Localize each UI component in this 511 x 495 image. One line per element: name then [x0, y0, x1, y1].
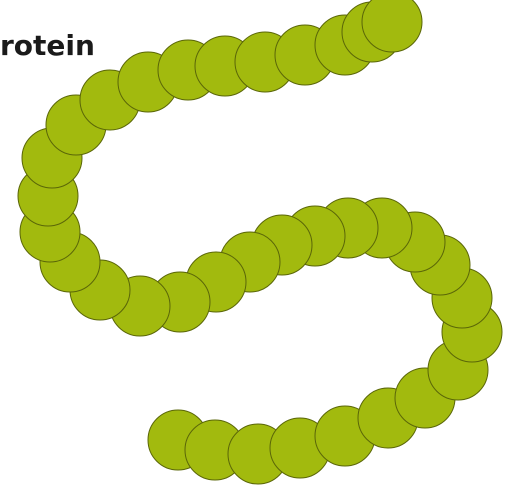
protein-label: rotein — [0, 32, 95, 60]
